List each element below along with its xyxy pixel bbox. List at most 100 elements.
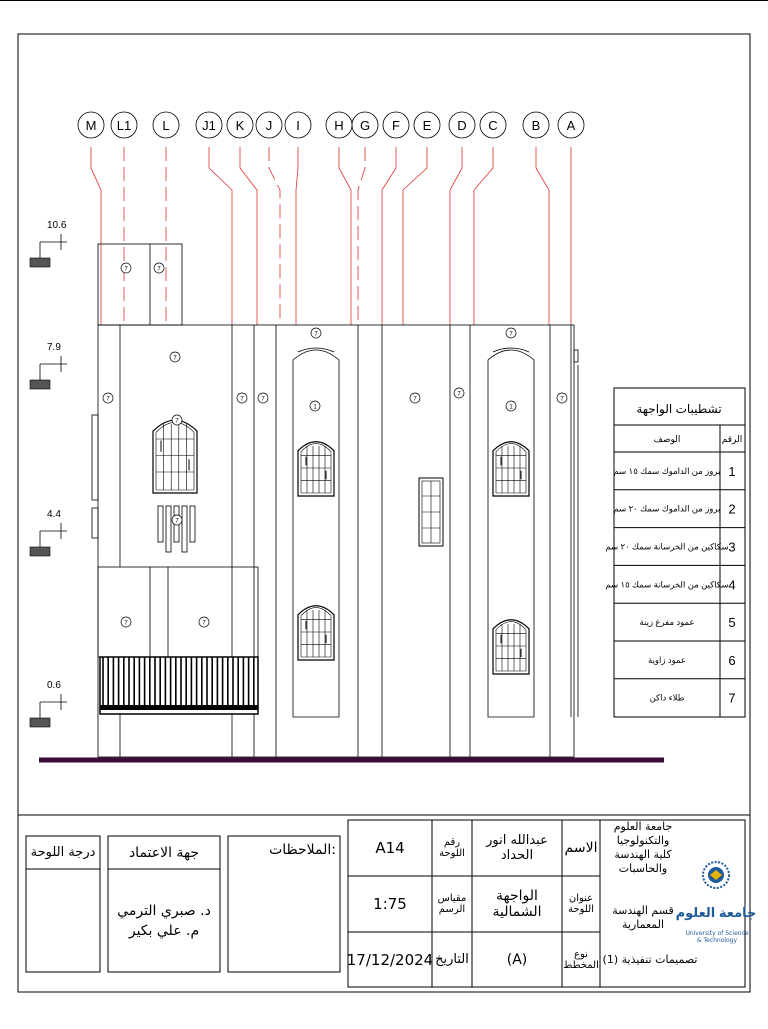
finish-marker-label: 7 bbox=[261, 397, 265, 403]
name-value: عبدالله انور الحداد bbox=[486, 833, 548, 863]
level-marker: 0.6 bbox=[29, 680, 67, 728]
finishes-row-number: 2 bbox=[728, 502, 735, 517]
decorative-slats bbox=[157, 505, 196, 553]
department-block: قسم الهندسة المعمارية bbox=[600, 876, 686, 932]
level-marker: 10.6 bbox=[29, 220, 67, 268]
grid-bubble-c bbox=[479, 111, 507, 139]
grid-label-i: I bbox=[296, 118, 300, 133]
finish-marker-label: 1 bbox=[313, 405, 317, 411]
grid-line-d bbox=[449, 147, 463, 325]
approval-name-1: د. صبري الترمي bbox=[117, 902, 211, 919]
grid-label-g: G bbox=[360, 118, 370, 133]
finishes-table: تشطيبات الواجهة الوصف الرقم 1 بروز من الد… bbox=[605, 387, 746, 718]
finish-marker: 7 bbox=[198, 616, 210, 628]
arched-panel-right bbox=[487, 349, 535, 718]
date-label: التاريخ bbox=[435, 952, 469, 967]
course-block: تصميمات تنفيذية (1) bbox=[600, 932, 700, 987]
finish-marker: 1 bbox=[309, 400, 321, 412]
finish-marker: 7 bbox=[171, 514, 183, 526]
finish-marker-label: 7 bbox=[413, 397, 417, 403]
department-name: قسم الهندسة المعمارية bbox=[612, 904, 674, 931]
scale-label: مقياس الرسم bbox=[437, 893, 467, 915]
finishes-row-number: 1 bbox=[728, 464, 735, 479]
board-number-value: A14 bbox=[375, 839, 405, 857]
name-label: الاسم bbox=[564, 840, 598, 856]
finish-marker: 7 bbox=[556, 392, 568, 404]
finish-marker: 1 bbox=[505, 400, 517, 412]
grid-line-m bbox=[90, 147, 102, 325]
finish-marker: 7 bbox=[310, 327, 322, 339]
finish-marker-label: 7 bbox=[202, 621, 206, 627]
finish-marker: 7 bbox=[409, 392, 421, 404]
grid-line-g bbox=[357, 147, 366, 325]
grid-bubble-j bbox=[255, 111, 283, 139]
grid-line-k bbox=[239, 147, 258, 325]
grid-label-j: J bbox=[266, 118, 273, 133]
title-block-frame bbox=[25, 819, 746, 988]
level-marker: 4.4 bbox=[29, 509, 67, 557]
grid-label-l1: L1 bbox=[117, 118, 131, 133]
board-number-label: رقم اللوحة bbox=[439, 837, 465, 859]
grid-label-c: C bbox=[488, 118, 497, 133]
finish-marker-label: 7 bbox=[175, 419, 179, 425]
finishes-header-number: الرقم bbox=[722, 434, 743, 445]
logo-caption: University of Science & Technology bbox=[685, 930, 749, 944]
window-arched-panel1-lower bbox=[297, 605, 335, 661]
finish-marker-label: 7 bbox=[175, 519, 179, 525]
finish-marker: 7 bbox=[453, 387, 465, 399]
grid-line-b bbox=[535, 147, 550, 325]
finishes-title: تشطيبات الواجهة bbox=[636, 402, 721, 417]
finishes-row-description: طلاء داكن bbox=[650, 693, 685, 703]
finish-marker-label: 7 bbox=[560, 397, 564, 403]
faculty-name: كلية الهندسة والحاسبات bbox=[614, 848, 672, 875]
grid-label-f: F bbox=[392, 118, 400, 133]
grid-label-d: D bbox=[457, 118, 466, 133]
sheet-frame bbox=[17, 33, 751, 993]
finish-marker: 7 bbox=[120, 262, 132, 274]
grid-line-e bbox=[402, 147, 428, 325]
finishes-header-description: الوصف bbox=[654, 434, 681, 444]
grid-bubble-j1 bbox=[195, 111, 223, 139]
finish-marker-label: 7 bbox=[124, 621, 128, 627]
grid-label-m: M bbox=[86, 118, 97, 133]
grade-label: درجة اللوحة bbox=[30, 845, 96, 860]
finishes-row-number: 4 bbox=[728, 577, 735, 592]
logo-name-ar: جامعة العلوم bbox=[676, 905, 757, 921]
grid-bubble-h bbox=[325, 111, 353, 139]
grid-line-j1 bbox=[208, 147, 233, 325]
grid-bubble-d bbox=[448, 111, 476, 139]
finish-marker-label: 7 bbox=[157, 267, 161, 273]
title-label: عنوان اللوحة bbox=[568, 893, 594, 915]
window-arched-panel1-upper bbox=[297, 441, 335, 497]
level-markers: 10.6 7.9 4.4 0.6 bbox=[29, 220, 67, 728]
finish-marker-label: 7 bbox=[106, 397, 110, 403]
grid-bubble-l1 bbox=[110, 111, 138, 139]
level-value: 10.6 bbox=[47, 220, 67, 231]
university-name: جامعة العلوم والتكنولوجيا bbox=[613, 820, 673, 847]
scale-value: 1:75 bbox=[373, 895, 407, 913]
grid-label-k: K bbox=[236, 118, 245, 133]
level-marker: 7.9 bbox=[29, 342, 67, 390]
finish-marker-label: 7 bbox=[240, 397, 244, 403]
approval-name-2: م. علي بكير bbox=[128, 922, 200, 939]
grid-label-a: A bbox=[567, 118, 576, 133]
course-name: تصميمات تنفيذية (1) bbox=[602, 953, 698, 966]
grid-bubble-f bbox=[382, 111, 410, 139]
balcony-railing bbox=[99, 656, 259, 715]
level-value: 4.4 bbox=[47, 509, 61, 520]
finishes-row-description: سكاكين من الخرسانة سمك ١٥ سم bbox=[605, 579, 728, 590]
finishes-row-description: بروز من الداموك سمك ٢٠ سم bbox=[614, 504, 721, 515]
roof-mass bbox=[97, 243, 183, 326]
grid-bubble-l bbox=[152, 111, 180, 139]
grid-line-c bbox=[473, 147, 494, 325]
finishes-row-number: 5 bbox=[728, 615, 735, 630]
grid-bubble-k bbox=[226, 111, 254, 139]
finish-marker: 7 bbox=[102, 392, 114, 404]
